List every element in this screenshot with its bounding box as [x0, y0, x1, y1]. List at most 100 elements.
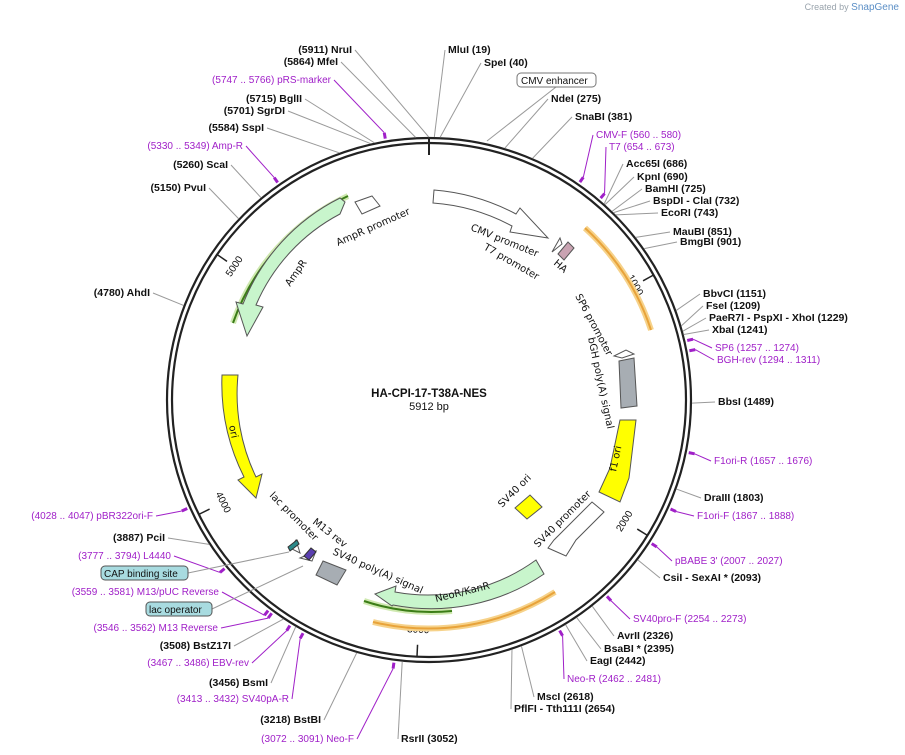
primer-leader: [291, 638, 301, 700]
primer-mark: [218, 567, 226, 574]
enzyme-site[interactable]: DraIII (1803): [704, 492, 764, 504]
enzyme-leader: [304, 98, 375, 144]
feature-ampr-promoter[interactable]: [354, 195, 381, 215]
feature-cap-site: [287, 539, 300, 552]
enzyme-leader: [603, 163, 624, 205]
enzyme-site[interactable]: (5715) BglII: [246, 93, 302, 105]
primer-site[interactable]: Neo-R (2462 .. 2481): [567, 674, 661, 685]
leader-lines: [152, 49, 716, 740]
primer-site[interactable]: (3777 .. 3794) L4440: [78, 551, 171, 562]
primer-site[interactable]: CMV-F (560 .. 580): [596, 130, 681, 141]
enzyme-leader: [532, 116, 573, 159]
primer-site[interactable]: T7 (654 .. 673): [609, 142, 675, 153]
primer-mark: [285, 624, 292, 632]
enzyme-site[interactable]: (3218) BstBI: [260, 714, 321, 726]
enzyme-site[interactable]: BsaBI * (2395): [604, 643, 674, 655]
enzyme-site[interactable]: (5584) SspI: [209, 122, 265, 134]
enzyme-site[interactable]: (3887) PciI: [113, 532, 165, 544]
primer-site[interactable]: BGH-rev (1294 .. 1311): [717, 355, 820, 366]
feature-cmv-promoter[interactable]: [432, 189, 550, 239]
primer-leader: [694, 453, 712, 462]
enzyme-site[interactable]: Acc65I (686): [626, 158, 687, 170]
enzyme-site[interactable]: CsiI - SexAI * (2093): [663, 572, 761, 584]
label-lac-promoter: lac promoter: [267, 490, 321, 544]
enzyme-site[interactable]: BmgBI (901): [680, 236, 741, 248]
enzyme-site[interactable]: SpeI (40): [484, 57, 528, 69]
enzyme-leader: [691, 401, 716, 404]
tick-mark: [216, 253, 228, 262]
enzyme-site[interactable]: (5911) NruI: [298, 44, 352, 56]
enzyme-site[interactable]: FseI (1209): [706, 300, 760, 312]
primer-leader: [155, 510, 182, 517]
feature-ha[interactable]: [557, 241, 575, 261]
enzyme-site[interactable]: AvrII (2326): [617, 630, 673, 642]
enzyme-site[interactable]: (3456) BsmI: [209, 677, 268, 689]
enzyme-leader: [591, 605, 615, 637]
enzyme-site[interactable]: KpnI (690): [637, 171, 688, 183]
enzyme-site[interactable]: XbaI (1241): [712, 324, 767, 336]
primer-mark: [558, 629, 564, 637]
enzyme-site[interactable]: (5150) PvuI: [151, 182, 207, 194]
cap-binding-label: CAP binding site: [104, 569, 178, 580]
primer-mark: [382, 132, 387, 139]
feature-sv40-promoter[interactable]: [547, 501, 605, 557]
enzyme-site[interactable]: MauBI (851): [673, 226, 732, 238]
enzyme-site[interactable]: (4780) AhdI: [94, 287, 150, 299]
feature-ampr[interactable]: [235, 197, 346, 338]
primer-site[interactable]: SP6 (1257 .. 1274): [715, 343, 799, 354]
primer-site[interactable]: (5747 .. 5766) pRS-marker: [212, 75, 332, 86]
feature-lac-operator: [303, 547, 317, 561]
feature-sv40-polya[interactable]: [315, 560, 347, 586]
enzyme-site[interactable]: (5864) MfeI: [284, 56, 338, 68]
feature-ori[interactable]: [221, 374, 263, 499]
enzyme-site[interactable]: PflFI - Tth111I (2654): [514, 703, 615, 715]
primer-leader: [173, 555, 221, 573]
feature-t7-promoter[interactable]: [551, 236, 563, 253]
enzyme-site[interactable]: BamHI (725): [645, 183, 706, 195]
enzyme-site[interactable]: MscI (2618): [537, 691, 594, 703]
feature-bgh-polya[interactable]: [618, 357, 638, 409]
enzyme-site[interactable]: PaeR7I - PspXI - XhoI (1229): [709, 312, 848, 324]
feature-sv40-ori[interactable]: [514, 494, 543, 520]
tick-label: 4000: [213, 490, 233, 515]
primer-mark: [266, 612, 273, 619]
primer-site[interactable]: (3413 .. 3432) SV40pA-R: [177, 694, 289, 705]
primer-site[interactable]: (3072 .. 3091) Neo-F: [261, 734, 354, 745]
enzyme-site[interactable]: (3508) BstZ17I: [160, 640, 231, 652]
enzyme-leader: [167, 537, 210, 545]
plasmid-name: HA-CPI-17-T38A-NES: [371, 388, 487, 400]
primer-site[interactable]: F1ori-R (1657 .. 1676): [714, 456, 812, 467]
primer-site[interactable]: SV40pro-F (2254 .. 2273): [633, 614, 746, 625]
enzyme-site[interactable]: SnaBI (381): [575, 111, 632, 123]
enzyme-site[interactable]: MluI (19): [448, 44, 491, 56]
enzyme-site[interactable]: BbvCI (1151): [703, 288, 766, 300]
primer-site[interactable]: pBABE 3' (2007 .. 2027): [675, 556, 783, 567]
feature-sp6-promoter[interactable]: [612, 349, 636, 359]
primer-site[interactable]: (4028 .. 4047) pBR322ori-F: [31, 511, 153, 522]
feature-f1-ori[interactable]: [598, 419, 637, 503]
enzyme-site[interactable]: NdeI (275): [551, 93, 601, 105]
enzyme-site[interactable]: (5260) ScaI: [173, 159, 228, 171]
primer-mark: [669, 507, 677, 513]
primer-site[interactable]: (5330 .. 5349) Amp-R: [147, 141, 243, 152]
enzyme-site[interactable]: (5701) SgrDI: [224, 105, 285, 117]
enzyme-site[interactable]: BbsI (1489): [718, 396, 774, 408]
primer-labels: (5747 .. 5766) pRS-marker (5330 .. 5349) …: [31, 75, 820, 745]
primer-mark: [272, 176, 279, 184]
primer-site[interactable]: (3546 .. 3562) M13 Reverse: [93, 623, 218, 634]
enzyme-site[interactable]: EagI (2442): [590, 655, 645, 667]
enzyme-site[interactable]: BspDI - ClaI (732): [653, 195, 739, 207]
label-ha: HA: [551, 258, 569, 276]
primer-site[interactable]: (3467 .. 3486) EBV-rev: [147, 658, 249, 669]
enzyme-site[interactable]: RsrII (3052): [401, 733, 458, 745]
tick-mark: [636, 528, 648, 537]
feature-neor-kanr[interactable]: [373, 559, 545, 610]
label-ampr-promoter: AmpR promoter: [335, 206, 413, 249]
enzyme-leader: [643, 241, 678, 250]
primer-site[interactable]: F1ori-F (1867 .. 1888): [697, 511, 794, 522]
primer-site[interactable]: (3559 .. 3581) M13/pUC Reverse: [72, 587, 220, 598]
enzyme-leader: [340, 61, 416, 138]
enzyme-site[interactable]: EcoRI (743): [661, 207, 718, 219]
orf-arc-neo-green-core: [363, 600, 453, 613]
enzyme-leader: [680, 305, 704, 327]
